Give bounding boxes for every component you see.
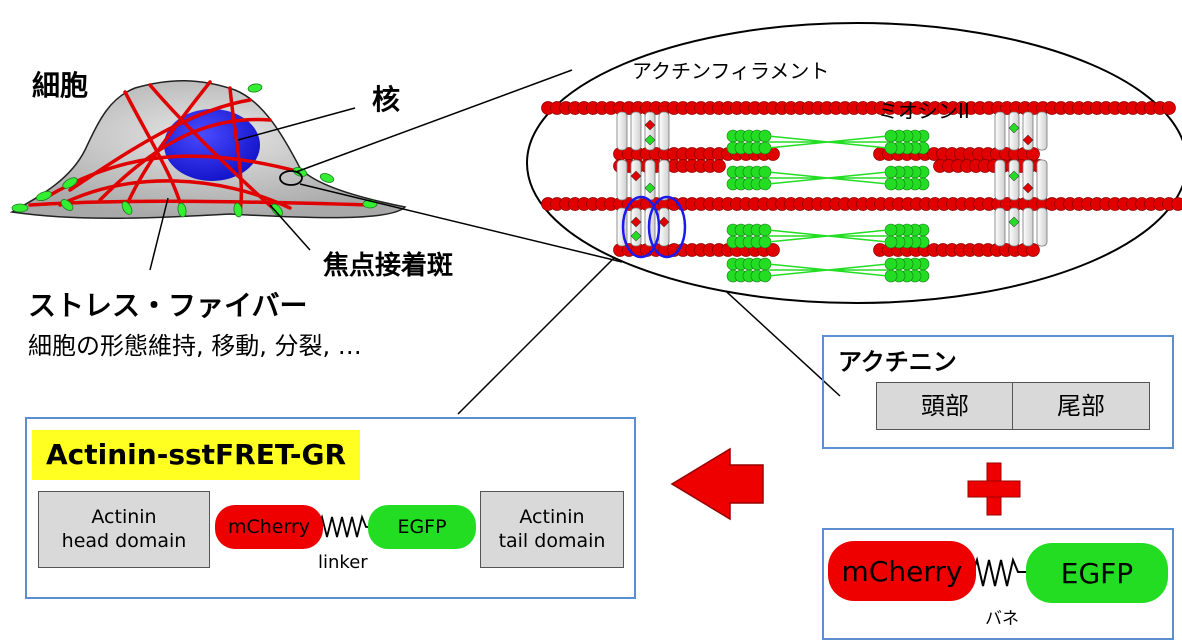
actinin-crosslink [1023, 160, 1033, 200]
actinin-crosslink [1037, 208, 1047, 246]
actinin-crosslink [995, 112, 1005, 150]
actinin-tail-domain: 尾部 [1012, 382, 1150, 430]
construct-head-domain: Actinin head domain [38, 491, 210, 568]
actinin-head-domain: 頭部 [876, 382, 1014, 430]
stress-fiber-title: ストレス・ファイバー [28, 284, 307, 324]
myosin-label: ミオシンII [878, 95, 970, 124]
actin-filament-label: アクチンフィラメント [632, 55, 829, 84]
actinin-crosslink [645, 160, 655, 200]
spring-egfp: EGFP [1026, 543, 1168, 603]
linker-label: linker [318, 552, 368, 573]
actin-bead [1172, 198, 1182, 211]
actinin-crosslink [659, 112, 669, 150]
actinin-title: アクチニン [838, 342, 957, 377]
actinin-crosslink [1037, 112, 1047, 150]
spring-mcherry: mCherry [828, 541, 976, 601]
actinin-crosslink [995, 160, 1005, 200]
stress-fiber-functions: 細胞の形態維持, 移動, 分裂, … [28, 326, 362, 361]
construct-title: Actinin-sstFRET-GR [32, 430, 360, 480]
actinin-crosslink [1037, 160, 1047, 200]
actinin-crosslink [617, 160, 627, 200]
plus-icon [968, 463, 1020, 515]
cell-title: 細胞 [32, 64, 88, 104]
construct-tail-domain: Actinin tail domain [480, 491, 624, 568]
actinin-crosslink [659, 160, 669, 200]
nucleus-label: 核 [372, 78, 400, 118]
actin-bead [1163, 102, 1176, 115]
actinin-crosslink [1023, 208, 1033, 246]
actin-bead [713, 160, 726, 173]
construct-mcherry: mCherry [215, 505, 323, 549]
actinin-crosslink [631, 112, 641, 150]
actinin-crosslink [617, 112, 627, 150]
conversion-arrow [672, 449, 763, 519]
actinin-crosslink [995, 208, 1005, 246]
focal-adhesion-label: 焦点接着斑 [323, 245, 453, 282]
spring-label: バネ [985, 604, 1019, 629]
construct-egfp: EGFP [368, 505, 476, 549]
